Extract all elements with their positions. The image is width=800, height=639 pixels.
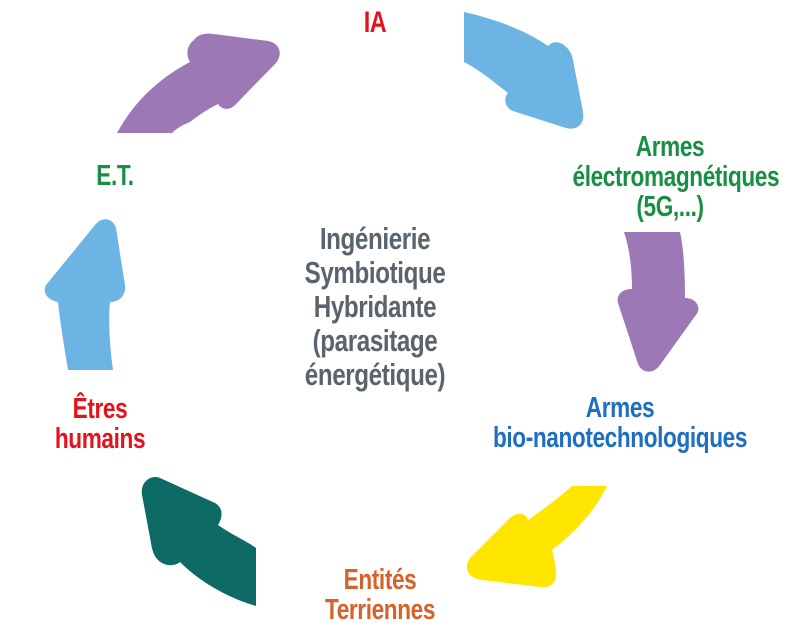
node-humains-line-1: Êtres [72,393,128,425]
node-ia: IA [344,8,406,38]
node-bio-line-1: Armes [585,392,655,424]
node-armes-electromagnetiques: Armes électromagnétiques (5G,...) [572,131,780,223]
arrow-em-to-bio [617,232,699,372]
node-em-line-2: électromagnétiques [572,161,780,193]
center-line-5: énergétique) [304,357,446,392]
node-entites-line-1: Entités [343,564,417,596]
node-humains-line-2: humains [54,423,146,455]
center-line-1: Ingénierie [319,221,431,256]
arrow-et-to-ia [117,33,280,133]
node-entites-terriennes: Entités Terriennes [302,565,458,625]
node-bio-line-2: bio-nanotechnologiques [492,422,748,454]
arrow-ia-to-em [464,12,584,129]
node-et-label: E.T. [96,160,134,192]
center-label: Ingénierie Symbiotique Hybridante (paras… [258,222,492,392]
node-etres-humains: Êtres humains [22,394,178,454]
node-armes-bio-nanotechnologiques: Armes bio-nanotechnologiques [480,393,761,453]
node-entites-line-2: Terriennes [324,594,436,626]
node-et: E.T. [72,162,158,191]
center-line-4: (parasitage [312,323,438,358]
arrow-bio-to-entites [466,486,607,588]
node-em-line-3: (5G,...) [636,191,704,223]
center-line-3: Hybridante [313,289,437,324]
center-line-2: Symbiotique [304,255,446,290]
node-ia-label: IA [363,6,387,39]
arrow-entites-to-humains [141,477,256,606]
arrow-humains-to-et [44,219,126,370]
node-em-line-1: Armes [635,131,705,163]
